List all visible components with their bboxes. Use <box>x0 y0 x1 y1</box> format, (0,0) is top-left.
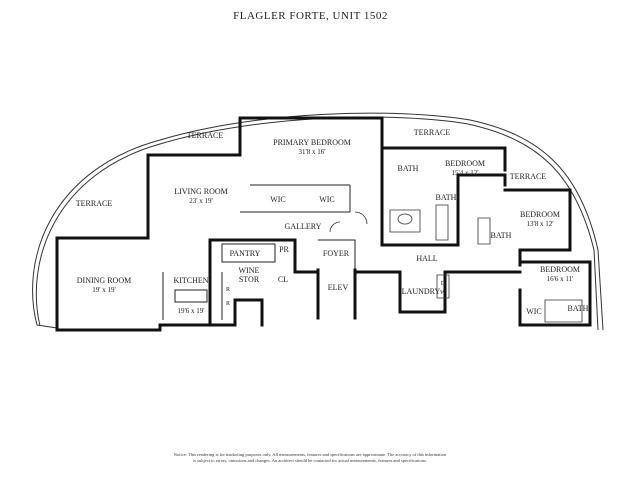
terrace-top-right-label: TERRACE <box>414 128 451 137</box>
terrace-left-label: TERRACE <box>76 199 113 208</box>
wine-stor-label-line2: STOR <box>239 275 260 284</box>
bath-fixtures-4 <box>544 299 583 323</box>
core-wall <box>208 238 320 327</box>
washer-label: W <box>440 290 446 296</box>
kitchen-label: KITCHEN <box>173 276 208 285</box>
bedroom-3-label: BEDROOM <box>520 210 560 219</box>
plan-title: FLAGLER FORTE, UNIT 1502 <box>233 10 388 22</box>
hall-bottom-wall <box>353 270 522 314</box>
bath-4-label: BATH <box>568 304 589 313</box>
pantry-box <box>221 243 276 263</box>
bedroom-2-top-wall <box>380 146 507 172</box>
kitchen-island <box>174 289 208 303</box>
wic-2-label: WIC <box>319 195 335 204</box>
dining-room-dim: 19' x 19' <box>92 286 116 294</box>
exterior-wall-living-top <box>55 153 242 240</box>
door-swing-gallery <box>329 211 368 233</box>
elev-label: ELEV <box>328 283 349 292</box>
primary-bedroom-dim: 31'8 x 16' <box>298 148 325 156</box>
bedroom-3-walls <box>503 188 572 267</box>
cl-label: CL <box>278 275 288 284</box>
bedroom-2-dim: 15'4 x 12' <box>451 169 478 177</box>
wine-stor-label-line1: WINE <box>239 266 260 275</box>
living-room-dim: 23' x 19' <box>189 197 213 205</box>
refrigerator-label-2: R <box>226 301 230 307</box>
bath-3-label: BATH <box>491 231 512 240</box>
foyer-label: FOYER <box>323 249 350 258</box>
terrace-top-label: TERRACE <box>187 131 224 140</box>
laundry-label: LAUNDRY <box>402 287 441 296</box>
wic-3-label: WIC <box>526 307 542 316</box>
elevator-walls <box>316 268 357 320</box>
terrace-outer-edge <box>32 112 604 331</box>
bedroom-2-label: BEDROOM <box>445 159 485 168</box>
refrigerator-label-1: R <box>226 287 230 293</box>
gallery-label: GALLERY <box>285 222 322 231</box>
bath-fixtures-primary <box>389 209 421 233</box>
bath-fixtures-3 <box>477 217 491 245</box>
pr-label: PR <box>279 245 289 254</box>
bedroom-4-label: BEDROOM <box>540 265 580 274</box>
dining-room-label: DINING ROOM <box>77 276 131 285</box>
bedroom-4-walls <box>518 260 592 327</box>
disclaimer-line-2: is subject to errors, omissions and chan… <box>193 458 427 463</box>
terrace-left-end <box>36 324 58 329</box>
pantry-label: PANTRY <box>230 249 261 258</box>
living-room-label: LIVING ROOM <box>174 187 228 196</box>
bedroom-2-outer-wall <box>380 143 507 247</box>
disclaimer-line-1: Notice: This rendering is for marketing … <box>173 452 447 457</box>
laundry-appliances <box>436 274 450 299</box>
kitchen-dim: 19'6 x 19' <box>177 307 204 315</box>
bath-fixtures-2 <box>435 204 449 241</box>
foyer-wall <box>318 239 356 270</box>
wic-1-label: WIC <box>270 195 286 204</box>
primary-bedroom-label: PRIMARY BEDROOM <box>273 138 351 147</box>
bath-2-label: BATH <box>436 193 457 202</box>
exterior-wall-west <box>55 236 237 332</box>
dryer-label: D <box>441 281 446 287</box>
bedroom-4-dim: 16'6 x 11' <box>547 275 574 283</box>
hall-label: HALL <box>416 254 437 263</box>
exterior-wall-primary <box>238 116 384 157</box>
primary-bedroom-bottom-wall <box>240 184 351 213</box>
bath-primary-label: BATH <box>398 164 419 173</box>
bedroom-3-dim: 13'8 x 12' <box>526 220 553 228</box>
kitchen-counter <box>162 272 223 320</box>
terrace-right-label: TERRACE <box>510 172 547 181</box>
disclaimer: Notice: This rendering is for marketing … <box>110 452 510 464</box>
